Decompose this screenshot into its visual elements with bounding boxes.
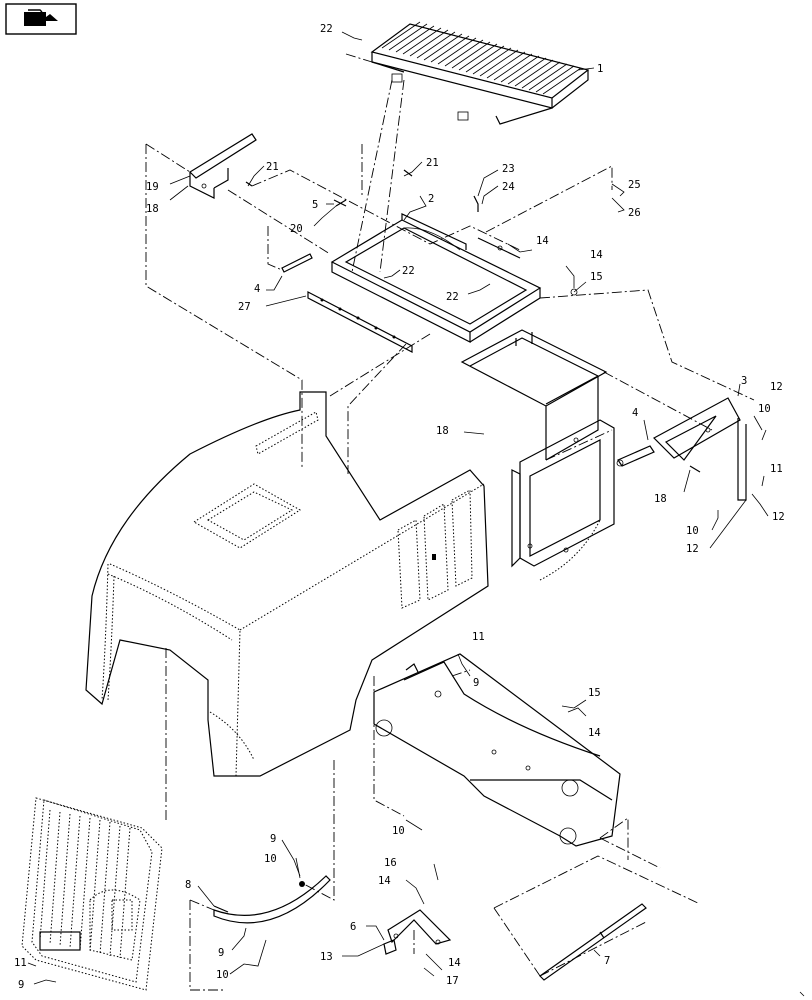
callout-26: 26 xyxy=(628,207,641,219)
callout-5: 5 xyxy=(312,199,318,211)
callout-21: 21 xyxy=(426,157,439,169)
callout-22: 22 xyxy=(446,291,459,303)
callout-18: 18 xyxy=(654,493,667,505)
callout-22: 22 xyxy=(320,23,333,35)
callout-21: 21 xyxy=(266,161,279,173)
callout-6: 6 xyxy=(350,921,356,933)
callout-10: 10 xyxy=(264,853,277,865)
callout-9: 9 xyxy=(18,979,24,991)
folder-arrow-icon[interactable] xyxy=(5,3,77,35)
leader-lines xyxy=(27,31,769,985)
side-panel xyxy=(21,797,163,991)
callout-14: 14 xyxy=(588,727,601,739)
callout-7: 7 xyxy=(604,955,610,967)
callout-4: 4 xyxy=(632,407,638,419)
callout-12: 12 xyxy=(772,511,785,523)
callout-23: 23 xyxy=(502,163,515,175)
callout-19: 19 xyxy=(146,181,159,193)
callout-14: 14 xyxy=(448,957,461,969)
callout-labels: 1 2 3 4 4 5 6 7 8 9 9 9 9 10 10 10 10 10… xyxy=(14,23,785,991)
part-27-strip xyxy=(307,291,413,353)
guide-lines xyxy=(145,53,755,991)
rear-frame-assembly xyxy=(460,329,615,581)
callout-3: 3 xyxy=(741,375,747,387)
callout-15: 15 xyxy=(588,687,601,699)
callout-14: 14 xyxy=(378,875,391,887)
part-6-bracket xyxy=(383,909,452,955)
chassis-lower xyxy=(373,653,621,847)
hood xyxy=(85,391,489,777)
callout-10: 10 xyxy=(758,403,771,415)
callout-11: 11 xyxy=(770,463,783,475)
callout-9: 9 xyxy=(218,947,224,959)
part-19-bracket xyxy=(189,133,257,199)
callout-27: 27 xyxy=(238,301,251,313)
callout-2: 2 xyxy=(428,193,434,205)
part-2-frame xyxy=(330,213,542,343)
part-1-grille xyxy=(370,21,590,125)
callout-10: 10 xyxy=(216,969,229,981)
callout-12: 12 xyxy=(770,381,783,393)
callout-8: 8 xyxy=(185,879,191,891)
callout-14: 14 xyxy=(536,235,549,247)
part-3-bracket xyxy=(653,397,747,501)
callout-10: 10 xyxy=(686,525,699,537)
callout-9: 9 xyxy=(270,833,276,845)
callout-20: 20 xyxy=(290,223,303,235)
callout-14: 14 xyxy=(590,249,603,261)
callout-12: 12 xyxy=(686,543,699,555)
callout-17: 17 xyxy=(446,975,459,987)
part-4-strut-right xyxy=(616,445,655,467)
callout-18: 18 xyxy=(436,425,449,437)
callout-13: 13 xyxy=(320,951,333,963)
callout-18: 18 xyxy=(146,203,159,215)
callout-24: 24 xyxy=(502,181,515,193)
callout-25: 25 xyxy=(628,179,641,191)
callout-15: 15 xyxy=(590,271,603,283)
callout-10: 10 xyxy=(392,825,405,837)
callout-11: 11 xyxy=(472,631,485,643)
callout-4: 4 xyxy=(254,283,260,295)
callout-16: 16 xyxy=(384,857,397,869)
callout-22: 22 xyxy=(402,265,415,277)
part-7-rod xyxy=(539,903,647,981)
callout-9: 9 xyxy=(473,677,479,689)
corner-mark xyxy=(799,991,805,997)
part-8-strap xyxy=(213,875,331,924)
callout-1: 1 xyxy=(597,63,603,75)
callout-11: 11 xyxy=(14,957,27,969)
